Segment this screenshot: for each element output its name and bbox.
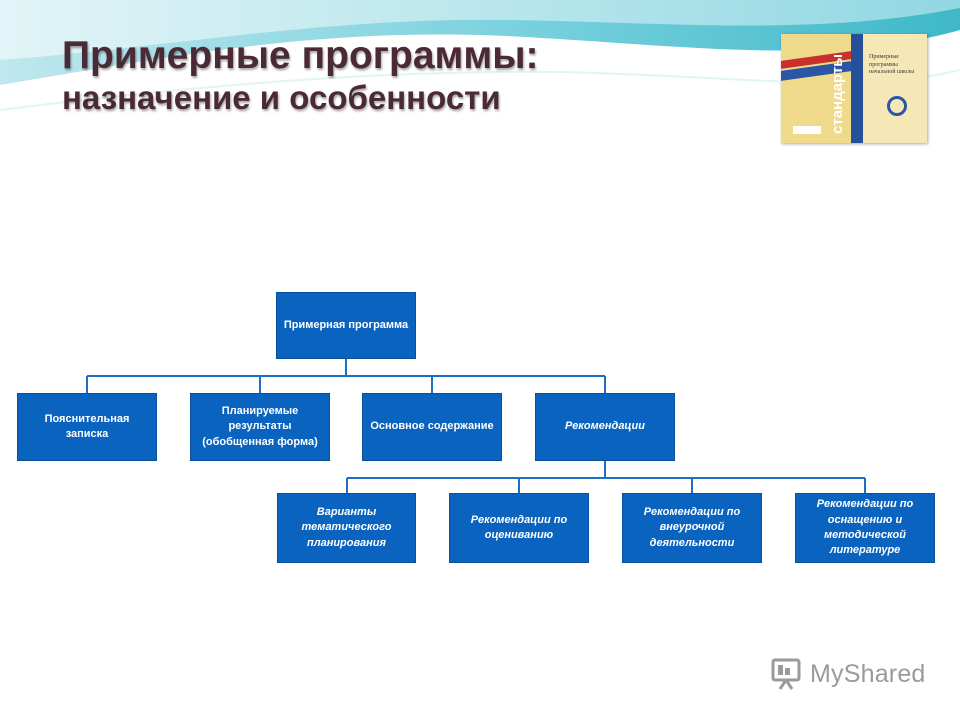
myshared-watermark: MyShared: [768, 656, 926, 692]
node-extracurricular-recommendations: Рекомендации по внеурочной деятельности: [622, 493, 762, 563]
title-line-2: назначение и особенности: [62, 78, 501, 116]
title-line-1: Примерные программы:: [62, 34, 539, 77]
brand-name: MyShared: [810, 659, 926, 688]
book-cover-text: Примерные программы начальной школы: [869, 54, 915, 75]
node-planned-results: Планируемые результаты (обобщенная форма…: [190, 393, 330, 461]
presentation-screen-icon: [771, 658, 801, 690]
node-recommendations: Рекомендации: [535, 393, 675, 461]
book-logo-icon: [887, 96, 907, 116]
node-root: Примерная программа: [276, 292, 416, 359]
node-equipment-literature-recommendations: Рекомендации по оснащению и методической…: [795, 493, 935, 563]
book-label: [793, 126, 821, 134]
book-cover-image: стандарты Примерные программы начальной …: [781, 34, 927, 143]
node-explanatory-note: Пояснительная записка: [17, 393, 157, 461]
node-assessment-recommendations: Рекомендации по оцениванию: [449, 493, 589, 563]
book-spine: [851, 34, 863, 143]
node-thematic-planning: Варианты тематического планирования: [277, 493, 416, 563]
node-main-content: Основное содержание: [362, 393, 502, 461]
slide-title: Примерные программы: назначение и особен…: [62, 34, 539, 117]
book-front-cover: [863, 34, 927, 143]
